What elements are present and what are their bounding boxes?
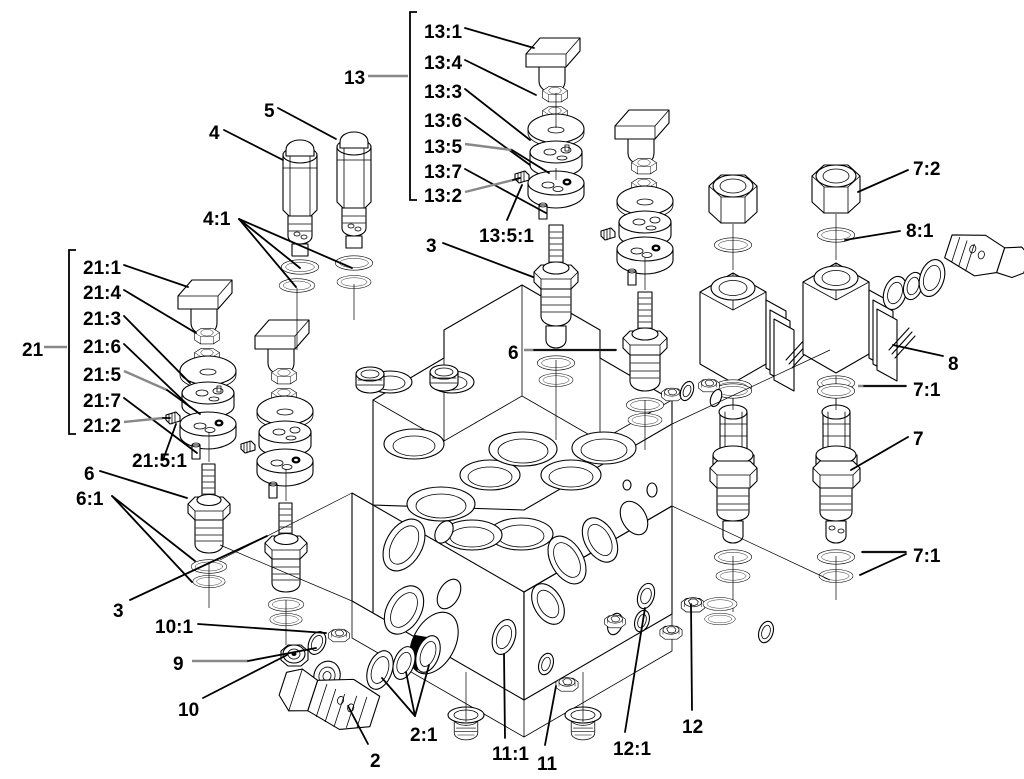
callout-2-1: 2:1 <box>410 725 438 746</box>
callout-9: 9 <box>173 654 184 675</box>
callout-21-7: 21:7 <box>83 391 122 412</box>
callout-12: 12 <box>682 717 704 738</box>
plug-11 <box>555 677 579 692</box>
cartridge-valve-7-right <box>812 383 861 600</box>
callout-7-1-bottom: 7:1 <box>913 546 941 567</box>
callout-6-left: 6 <box>84 464 95 485</box>
solenoid-coil-right <box>802 164 916 410</box>
part-2-body <box>278 668 381 730</box>
small-fittings-center-right <box>661 378 723 408</box>
callout-21-2: 21:2 <box>83 416 122 437</box>
callout-13-2: 13:2 <box>424 186 463 207</box>
callout-7-2: 7:2 <box>913 159 941 180</box>
callout-13-5: 13:5 <box>424 137 463 158</box>
part-10-1 <box>328 628 350 643</box>
cartridge-valve-7-inner <box>709 383 758 612</box>
callout-6-mid: 6 <box>508 343 519 364</box>
callout-10-1: 10:1 <box>155 617 194 638</box>
bracket-13 <box>368 11 417 201</box>
callout-13: 13 <box>344 68 366 89</box>
callout-4-1: 4:1 <box>203 209 231 230</box>
leader-lines <box>99 27 944 746</box>
bottom-left-parts <box>278 628 441 730</box>
callout-3-left: 3 <box>113 601 124 622</box>
callout-13-4: 13:4 <box>424 53 463 74</box>
oring-12-1 <box>636 582 656 610</box>
solenoid-coil-left <box>699 174 813 420</box>
callout-13-7: 13:7 <box>424 162 463 183</box>
callout-13-1: 13:1 <box>424 22 463 43</box>
callout-21: 21 <box>22 340 44 361</box>
knob-assembly-center-right <box>600 109 674 450</box>
top-face-bores <box>367 370 637 551</box>
callout-21-4: 21:4 <box>83 283 122 304</box>
front-right-face-ports <box>531 479 658 625</box>
oring-2-1-c <box>415 635 441 673</box>
callout-7: 7 <box>913 429 924 450</box>
callout-3-top: 3 <box>426 236 437 257</box>
callout-11: 11 <box>537 754 558 775</box>
knob-assembly-21 <box>165 279 237 608</box>
callout-21-5: 21:5 <box>83 365 122 386</box>
oring-11-1 <box>537 652 555 676</box>
callout-5: 5 <box>264 101 275 122</box>
cartridge-assembly-far-right <box>882 234 1024 311</box>
callout-4: 4 <box>209 123 220 144</box>
knob-assembly-13 <box>514 37 585 220</box>
callout-8-1: 8:1 <box>906 221 934 242</box>
callout-11-1: 11:1 <box>492 744 529 765</box>
callout-21-1: 21:1 <box>83 258 122 279</box>
callout-13-5-1: 13:5:1 <box>479 226 534 247</box>
callout-2: 2 <box>370 751 381 772</box>
callout-6-1: 6:1 <box>76 489 104 510</box>
callout-13-6: 13:6 <box>424 111 463 132</box>
relief-cartridge-5 <box>334 131 374 289</box>
bottom-center-parts <box>447 618 602 741</box>
bracket-21 <box>44 249 76 435</box>
callout-7-1-top: 7:1 <box>913 380 941 401</box>
plug-12 <box>680 597 706 613</box>
callout-21-5-1: 21:5:1 <box>132 451 187 472</box>
oring-2-1-a <box>366 650 394 690</box>
relief-cartridge-4 <box>280 139 320 275</box>
top-face-bosses <box>355 364 459 394</box>
callout-13-3: 13:3 <box>424 82 463 103</box>
callout-10: 10 <box>178 700 200 721</box>
callout-8: 8 <box>948 354 959 375</box>
callout-12-1: 12:1 <box>613 739 652 760</box>
cartridge-valve-3-center <box>533 224 579 440</box>
bottom-right-parts <box>604 582 775 644</box>
knob-assembly-left-inner <box>240 319 314 645</box>
callout-21-3: 21:3 <box>83 309 122 330</box>
callout-21-6: 21:6 <box>83 337 122 358</box>
oring-2-1-b <box>392 646 416 680</box>
